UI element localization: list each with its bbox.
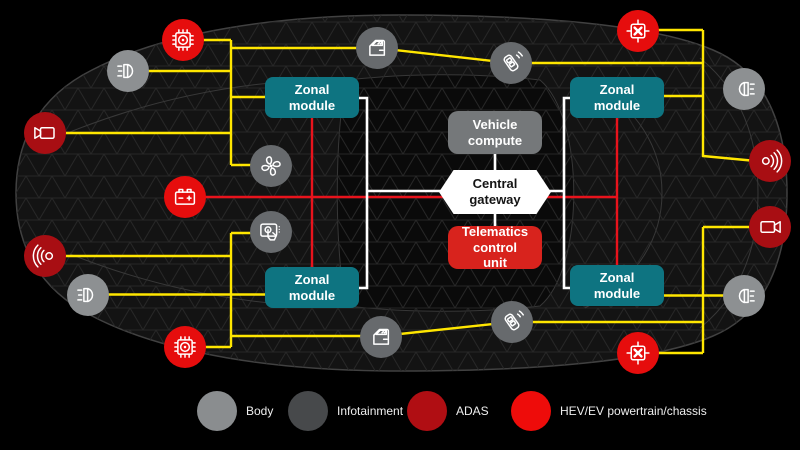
legend-item-adas: ADAS (407, 391, 489, 431)
node-touchscreen (250, 211, 292, 253)
legend-item-body: Body (197, 391, 273, 431)
car-door-icon (362, 33, 392, 63)
zonal-module-top-right: Zonal module (570, 77, 664, 118)
zone-lines-front-lower (45, 231, 266, 349)
node-taillight-right-lower (723, 275, 765, 317)
motor-controller-icon (168, 25, 198, 55)
node-stability-control-right-lower (617, 332, 659, 374)
node-camera-front-left (24, 112, 66, 154)
node-motor-controller-front-left-lower (164, 326, 206, 368)
legend-dot-adas (407, 391, 447, 431)
legend-dot-hev-ev (511, 391, 551, 431)
node-taillight-right-upper (723, 68, 765, 110)
zone-lines-front-upper (45, 38, 266, 167)
node-door-upper (356, 27, 398, 69)
tail-light-icon (729, 281, 759, 311)
car-door-icon (366, 322, 396, 352)
video-camera-icon (755, 212, 785, 242)
node-ultrasonic-front-left (24, 235, 66, 277)
legend-label-infotainment: Infotainment (337, 404, 404, 418)
zonal-module-bottom-left: Zonal module (265, 267, 359, 308)
battery-icon (170, 182, 200, 212)
stability-control-icon (623, 338, 653, 368)
video-camera-icon (30, 118, 60, 148)
headlight-icon (113, 56, 143, 86)
node-keyfob-lower (491, 301, 533, 343)
key-fob-icon (496, 48, 526, 78)
ultrasonic-sensor-icon (30, 241, 60, 271)
node-headlight-left-lower (67, 274, 109, 316)
node-battery (164, 176, 206, 218)
touchscreen-icon (256, 217, 286, 247)
node-door-lower (360, 316, 402, 358)
node-hvac-fan (250, 145, 292, 187)
key-fob-icon (497, 307, 527, 337)
zone-lines-rear-lower (231, 225, 749, 355)
ultrasonic-sensor-icon (755, 146, 785, 176)
node-stability-control-right-upper (617, 10, 659, 52)
fan-icon (256, 151, 286, 181)
node-motor-controller-front-left (162, 19, 204, 61)
legend-dot-body (197, 391, 237, 431)
tail-light-icon (729, 74, 759, 104)
zone-lines-rear-upper (231, 28, 757, 163)
legend-item-hev-ev: HEV/EV powertrain/chassis (511, 391, 707, 431)
node-headlight-left-upper (107, 50, 149, 92)
legend-label-adas: ADAS (456, 404, 489, 418)
legend-label-hev-ev: HEV/EV powertrain/chassis (560, 404, 707, 418)
node-ultrasonic-rear-right (749, 140, 791, 182)
vehicle-compute-box: Vehicle compute (448, 111, 542, 154)
stability-control-icon (623, 16, 653, 46)
legend-item-infotainment: Infotainment (288, 391, 403, 431)
node-camera-rear-right (749, 206, 791, 248)
headlight-icon (73, 280, 103, 310)
zonal-module-top-left: Zonal module (265, 77, 359, 118)
central-gateway-hexagon: Central gateway (439, 170, 551, 214)
node-keyfob-upper (490, 42, 532, 84)
data-backbone-lines (359, 96, 570, 290)
legend-label-body: Body (246, 404, 274, 418)
telematics-control-unit-box: Telematics control unit (448, 224, 542, 270)
legend-dot-infotainment (288, 391, 328, 431)
motor-controller-icon (170, 332, 200, 362)
power-backbone-lines (185, 118, 619, 267)
zonal-module-bottom-right: Zonal module (570, 265, 664, 306)
